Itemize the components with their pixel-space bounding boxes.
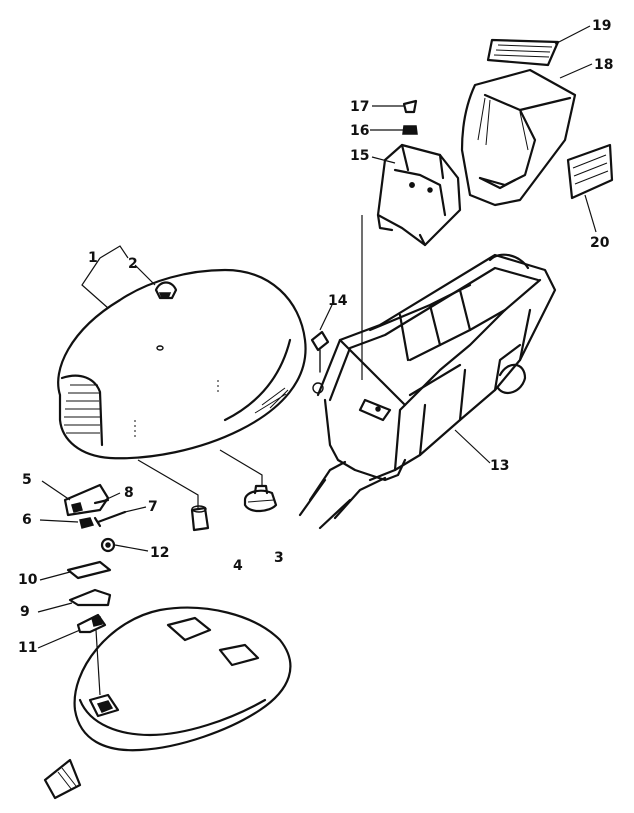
bolt-part-14[interactable] [310,330,330,373]
callout-12: 12 [150,545,169,561]
callout-3: 3 [274,550,284,566]
callout-1: 1 [88,250,98,266]
callout-10: 10 [18,572,38,588]
seat-part[interactable] [57,268,307,460]
callout-2: 2 [128,256,138,272]
callout-8: 8 [124,485,134,501]
spacer-part-12[interactable] [100,537,116,553]
callout-7: 7 [148,499,158,515]
nut-part-6[interactable] [79,517,95,529]
reflector-top-part[interactable] [486,38,560,67]
bracket-part[interactable] [376,143,462,247]
callout-17: 17 [350,99,369,115]
bracket-part-9[interactable] [68,588,112,607]
washer-part-8[interactable] [93,498,110,505]
callout-5: 5 [22,472,32,488]
callout-18: 18 [594,57,613,73]
callout-11: 11 [18,640,37,656]
reflector-side-part[interactable] [566,143,614,200]
collar-part-4[interactable] [190,505,210,532]
frame-part[interactable] [298,253,557,530]
nut-part-16[interactable] [402,125,418,135]
callout-labels: 1 2 3 4 5 6 7 8 9 10 11 12 13 14 15 16 1… [18,18,613,656]
seat-lock-part[interactable] [154,281,178,300]
callout-19: 19 [592,18,611,34]
damper-part-3[interactable] [243,484,278,513]
callout-4: 4 [233,558,243,574]
callout-16: 16 [350,123,369,139]
edge-fragment [43,758,82,800]
seat-base-part[interactable] [73,606,292,752]
hinge-part-5[interactable] [63,483,110,517]
callout-15: 15 [350,148,369,164]
bolt-part-7[interactable] [93,510,127,528]
callout-13: 13 [490,458,509,474]
callout-20: 20 [590,235,610,251]
plate-part-10[interactable] [66,560,112,580]
rear-cover-part[interactable] [460,68,577,207]
callout-6: 6 [22,512,32,528]
callout-14: 14 [328,293,348,309]
bolt-part-17[interactable] [402,99,418,114]
callout-9: 9 [20,604,30,620]
clip-part-11[interactable] [76,613,107,634]
leader-lines [37,25,597,696]
